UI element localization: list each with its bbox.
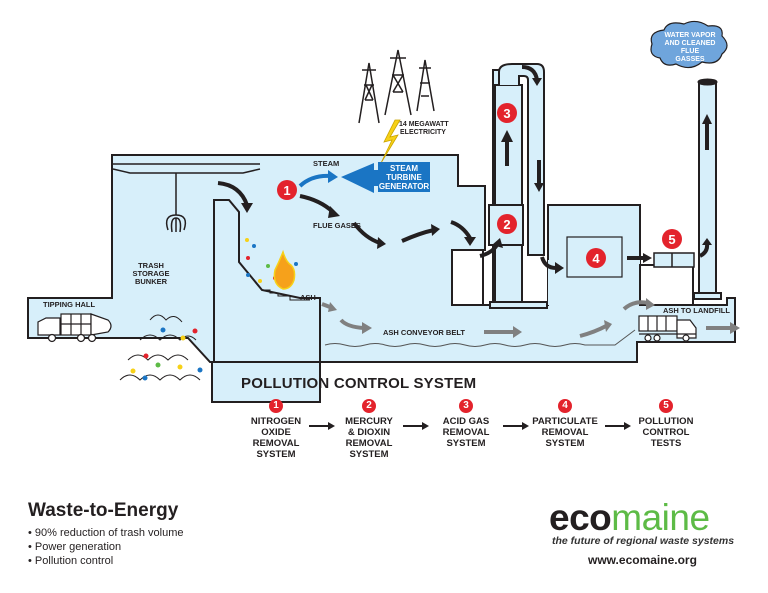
flue-gases-label: FLUE GASES — [313, 221, 361, 230]
steam-label: STEAM — [313, 159, 339, 168]
dump-truck-icon — [638, 315, 697, 342]
logo-maine: maine — [611, 497, 710, 538]
website-link[interactable]: www.ecomaine.org — [588, 553, 697, 567]
svg-text:4: 4 — [592, 251, 600, 266]
steam-arrow-head — [328, 170, 338, 183]
step-badge: 5 — [659, 399, 673, 413]
step-text: ACID GAS REMOVAL SYSTEM — [442, 416, 490, 449]
ash-label: ASH — [300, 293, 316, 302]
footer-title: Waste-to-Energy — [28, 500, 179, 521]
electricity-label-2: ELECTRICITY — [400, 129, 446, 136]
cloud-label-4: GASSES — [675, 56, 705, 63]
step-arrow-icon — [605, 422, 631, 430]
step-badge: 1 — [269, 399, 283, 413]
crane-claw-icon — [165, 173, 187, 233]
marker-1: 1 — [277, 180, 297, 200]
smokestack — [693, 78, 722, 300]
step-text: PARTICULATE REMOVAL SYSTEM — [532, 416, 598, 449]
ash-stairs — [262, 289, 310, 301]
flow-arrow-heads — [241, 78, 712, 274]
benefit-item: Pollution control — [28, 554, 184, 568]
step-5: 5 POLLUTION CONTROL TESTS — [626, 399, 706, 449]
cloud-label-1: WATER VAPOR — [664, 32, 715, 39]
step-badge: 4 — [558, 399, 572, 413]
step-arrow-icon — [403, 422, 429, 430]
step-arrow-icon — [503, 422, 529, 430]
bunker-label-2: STORAGE — [133, 269, 170, 278]
flame-icon — [273, 249, 296, 290]
step-2: 2 MERCURY & DIOXIN REMOVAL SYSTEM — [329, 399, 409, 460]
garbage-truck-icon — [37, 313, 112, 343]
generator-label-1: STEAM — [390, 164, 418, 173]
ash-arrows — [321, 300, 732, 338]
benefit-item: Power generation — [28, 540, 184, 554]
tipping-hall-label: TIPPING HALL — [43, 300, 96, 309]
svg-text:1: 1 — [283, 183, 290, 198]
ash-arrow-heads — [328, 298, 740, 338]
marker-5: 5 — [662, 229, 682, 249]
ash-to-landfill-label: ASH TO LANDFILL — [663, 306, 730, 315]
step-3: 3 ACID GAS REMOVAL SYSTEM — [426, 399, 506, 449]
svg-text:2: 2 — [503, 217, 510, 232]
trash-pile — [119, 314, 203, 381]
step-text: NITROGEN OXIDE REMOVAL SYSTEM — [250, 416, 302, 460]
conveyor-belt — [324, 329, 636, 347]
step-badge: 3 — [459, 399, 473, 413]
benefit-item: 90% reduction of trash volume — [28, 526, 184, 540]
bunker-label-1: TRASH — [138, 261, 164, 270]
pollution-control-title: POLLUTION CONTROL SYSTEM — [241, 375, 477, 392]
bunker-label-3: BUNKER — [135, 277, 168, 286]
step-badge: 2 — [362, 399, 376, 413]
svg-text:5: 5 — [668, 232, 675, 247]
step-text: MERCURY & DIOXIN REMOVAL SYSTEM — [345, 416, 393, 460]
lightning-bolt-icon — [380, 119, 401, 164]
ecomaine-logo: ecomaine — [549, 497, 710, 538]
svg-text:3: 3 — [503, 106, 510, 121]
generator-label-3: GENERATOR — [379, 182, 430, 191]
marker-4: 4 — [586, 248, 606, 268]
step-1: 1 NITROGEN OXIDE REMOVAL SYSTEM — [236, 399, 316, 460]
crane-rail — [112, 163, 261, 174]
cloud-label-3: FLUE — [681, 48, 700, 55]
marker-2: 2 — [497, 214, 517, 234]
cloud-label-2: AND CLEANED — [665, 40, 716, 47]
step-arrow-icon — [309, 422, 335, 430]
steam-turbine-generator: STEAM TURBINE GENERATOR — [341, 162, 430, 193]
logo-eco: eco — [549, 497, 612, 538]
electricity-label-1: 14 MEGAWATT — [399, 121, 449, 128]
marker-3: 3 — [497, 103, 517, 123]
power-tower-icon — [358, 49, 435, 124]
ash-conveyor-label: ASH CONVEYOR BELT — [383, 328, 465, 337]
benefit-list: 90% reduction of trash volume Power gene… — [28, 526, 184, 568]
steam-arrow — [298, 173, 331, 188]
building-structure — [27, 69, 736, 403]
pollution-test-ports — [653, 252, 695, 268]
step-text: POLLUTION CONTROL TESTS — [638, 416, 694, 449]
step-4: 4 PARTICULATE REMOVAL SYSTEM — [525, 399, 605, 449]
brand-tagline: the future of regional waste systems — [552, 535, 735, 547]
interior-voids — [213, 199, 694, 363]
generator-label-2: TURBINE — [386, 173, 422, 182]
cloud-icon — [650, 20, 728, 69]
pollution-control-steps: 1 NITROGEN OXIDE REMOVAL SYSTEM 2 MERCUR… — [236, 399, 716, 469]
